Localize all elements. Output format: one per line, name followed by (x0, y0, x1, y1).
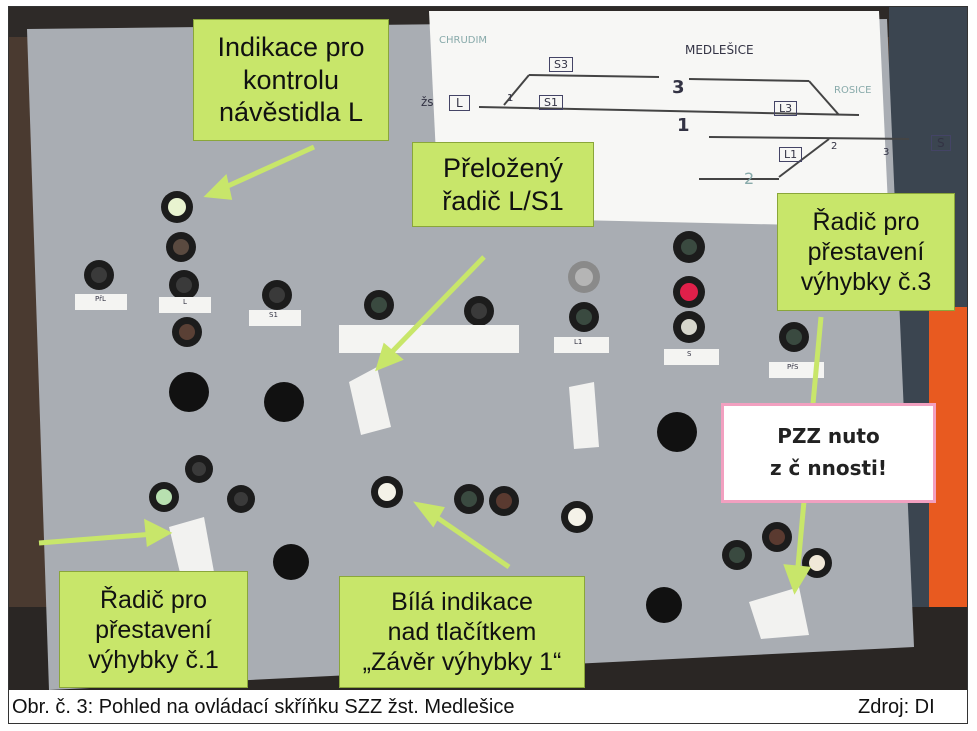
callout-radic-vyhybky-3: Řadič pro přestavení výhybky č.3 (777, 193, 955, 311)
sketch-track-3: 3 (672, 77, 685, 98)
panel-label-s1: S1 (269, 311, 278, 319)
panel-label-s: S (687, 350, 692, 358)
sketch-switch-3: 3 (883, 147, 890, 158)
sketch-signal-l3: L3 (774, 101, 798, 116)
sketch-signal-l1: L1 (779, 147, 803, 162)
sketch-track-1: 1 (677, 115, 690, 136)
sketch-signal-s1: S1 (539, 95, 563, 110)
panel-label-pr-s: PřS (787, 363, 799, 371)
rotary-switches (169, 367, 809, 639)
sketch-track-2: 2 (744, 169, 755, 188)
panel-label-pr-l: PřL (95, 295, 106, 303)
figure-source: Zdroj: DI (858, 696, 935, 718)
lamps (84, 191, 832, 578)
sketch-left-station: CHRUDIM (439, 35, 488, 46)
sketch-signal-l: L (449, 95, 470, 111)
panel-label-l: L (183, 298, 187, 306)
callout-radic-vyhybky-1: Řadič pro přestavení výhybky č.1 (59, 571, 248, 688)
sketch-signal-s: S (931, 135, 951, 151)
sketch-right-station: ROSICE (834, 85, 872, 96)
callout-bila-indikace: Bílá indikace nad tlačítkem „Závěr výhyb… (339, 576, 585, 688)
pzz-out-of-service-sticker: PZZ nuto z č nnosti! (721, 403, 936, 503)
callout-prelozeny-radic: Přeložený řadič L/S1 (412, 142, 594, 227)
sketch-signal-s3: S3 (549, 57, 573, 72)
sketch-station-name: MEDLEŠICE (685, 43, 754, 57)
sketch-zs-label: žs (421, 95, 434, 109)
photo-drawing (9, 7, 967, 690)
label-strips (75, 294, 824, 378)
sketch-switch-1: 1 (507, 93, 514, 104)
callout-indikace-l: Indikace pro kontrolu návěstidla L (193, 19, 389, 141)
sketch-switch-2: 2 (831, 141, 838, 152)
track-sketch-lines (478, 74, 910, 180)
figure-caption: Obr. č. 3: Pohled na ovládací skříňku SZ… (12, 696, 515, 718)
panel-label-l1: L1 (574, 338, 583, 346)
